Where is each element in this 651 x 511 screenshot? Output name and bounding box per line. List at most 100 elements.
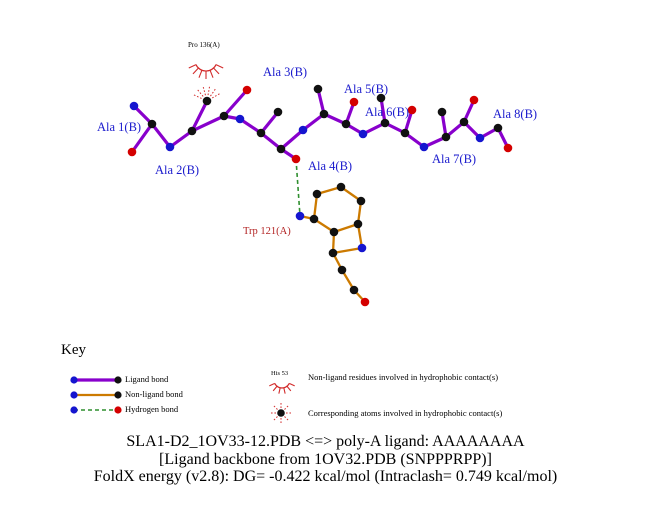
nitrogen-atom [298,125,308,135]
contact-atom [277,409,285,417]
oxygen-atom [503,143,513,153]
carbon-atom [147,119,157,129]
carbon-atom [187,126,197,136]
carbon-atom [349,285,359,295]
hydrophobic-lash [278,387,281,394]
carbon-atom [276,144,286,154]
hydrophobic-lash [289,382,295,387]
ligand-residue-label: Ala 1(B) [97,120,141,134]
nitrogen-atom [70,391,78,399]
hydrophobic-lash [215,64,224,69]
hydrophobic-lash [269,382,275,387]
carbon-atom [202,96,212,106]
nitrogen-atom [357,243,367,253]
oxygen-atom [469,95,479,105]
key-section: Key Ligand bond Non-ligand bond Hydrogen… [0,338,651,430]
carbon-atom [328,248,338,258]
contact-spoke [284,416,290,422]
carbon-atom [376,93,386,103]
hydrogen-bond-sample [70,406,122,414]
caption-block: SLA1-D2_1OV33-12.PDB <=> poly-A ligand: … [0,433,651,486]
ligand-bond [279,128,305,151]
nonligand-bond-label: Non-ligand bond [125,389,183,399]
contact-atom-sample [270,402,292,424]
hydrogen-bond-label: Hydrogen bond [125,404,179,414]
hydrophobic-lash [213,67,220,75]
ligand-bond [130,122,154,154]
ligand-bond-sample [70,376,122,384]
nitrogen-atom [235,114,245,124]
hydrophobic-lash [272,385,278,392]
ligand-residue-label: Ala 2(B) [155,163,199,177]
ligand-residue-label: Ala 5(B) [344,82,388,96]
contact-spoke [211,93,221,99]
hydrophobic-lash [198,70,203,78]
hydrophobic-arc [195,64,217,72]
carbon-atom [114,376,122,384]
oxygen-atom [242,85,252,95]
nitrogen-atom [419,142,429,152]
hydrogen-bond [295,158,301,217]
contact-spoke [196,89,204,97]
interaction-diagram: Pro 136(A) Ala 1(B) Ala 2(B) Ala 3(B) Ala 4(… [97,41,537,307]
ligand-bond [190,99,209,133]
hydrophobic-residue-sample: His 53 [269,370,295,394]
ligand-residue-label: Ala 4(B) [308,159,352,173]
nitrogen-atom [129,101,139,111]
contact-spoke [193,94,202,99]
nonligand-residue-label: Trp 121(A) [243,226,291,237]
contact-spoke [284,404,290,410]
oxygen-atom [291,154,301,164]
ligand-bond [150,122,172,149]
ligand-bond [259,110,280,135]
nonligand-bond-sample [70,391,122,399]
ligand-bond-label: Ligand bond [125,374,169,384]
carbon-atom [493,123,503,133]
contact-spoke [210,88,217,97]
nitrogen-atom [165,142,175,152]
ligand-residue-label: Ala 3(B) [263,65,307,79]
carbon-atom [400,128,410,138]
carbon-atom [441,132,451,142]
hydrophobic-residue-label: Pro 136(A) [188,41,220,49]
carbon-atom [256,128,266,138]
carbon-atom [459,117,469,127]
oxygen-atom [360,297,370,307]
carbon-atom [114,391,122,399]
nitrogen-atom [70,406,78,414]
carbon-atom [353,219,363,229]
hydrophobic-residue-label: Non-ligand residues involved in hydropho… [308,372,499,382]
carbon-atom [219,111,229,121]
contact-spoke [272,416,278,422]
hydrophobic-arc [274,383,290,389]
nitrogen-atom [295,211,305,221]
caption-line-3: FoldX energy (v2.8): DG= -0.422 kcal/mol… [93,468,558,485]
caption-line-2: [Ligand backbone from 1OV32.PDB (SNPPPRP… [159,450,492,468]
nonligand-bond [331,246,364,255]
hydrophobic-lash [188,64,197,69]
ligand-residue-label: Ala 7(B) [432,152,476,166]
carbon-atom [337,265,347,275]
oxygen-atom [114,406,122,414]
hydrophobic-lash [283,387,286,394]
ligand-bond [190,114,226,133]
carbon-atom [356,196,366,206]
carbon-atom [273,107,283,117]
ligand-residue-label: Ala 8(B) [493,107,537,121]
ligand-bond [301,112,326,132]
carbon-atom [313,84,323,94]
ligand-bond [168,129,194,149]
oxygen-atom [349,97,359,107]
hydrophobic-lash [286,385,292,392]
carbon-atom [329,227,339,237]
ligand-bond [222,88,249,118]
carbon-atom [309,214,319,224]
carbon-atom [312,189,322,199]
contact-spoke [207,86,211,96]
carbon-atom [319,109,329,119]
contact-spoke [272,404,278,410]
nitrogen-atom [358,129,368,139]
key-title: Key [61,342,86,358]
nitrogen-atom [70,376,78,384]
